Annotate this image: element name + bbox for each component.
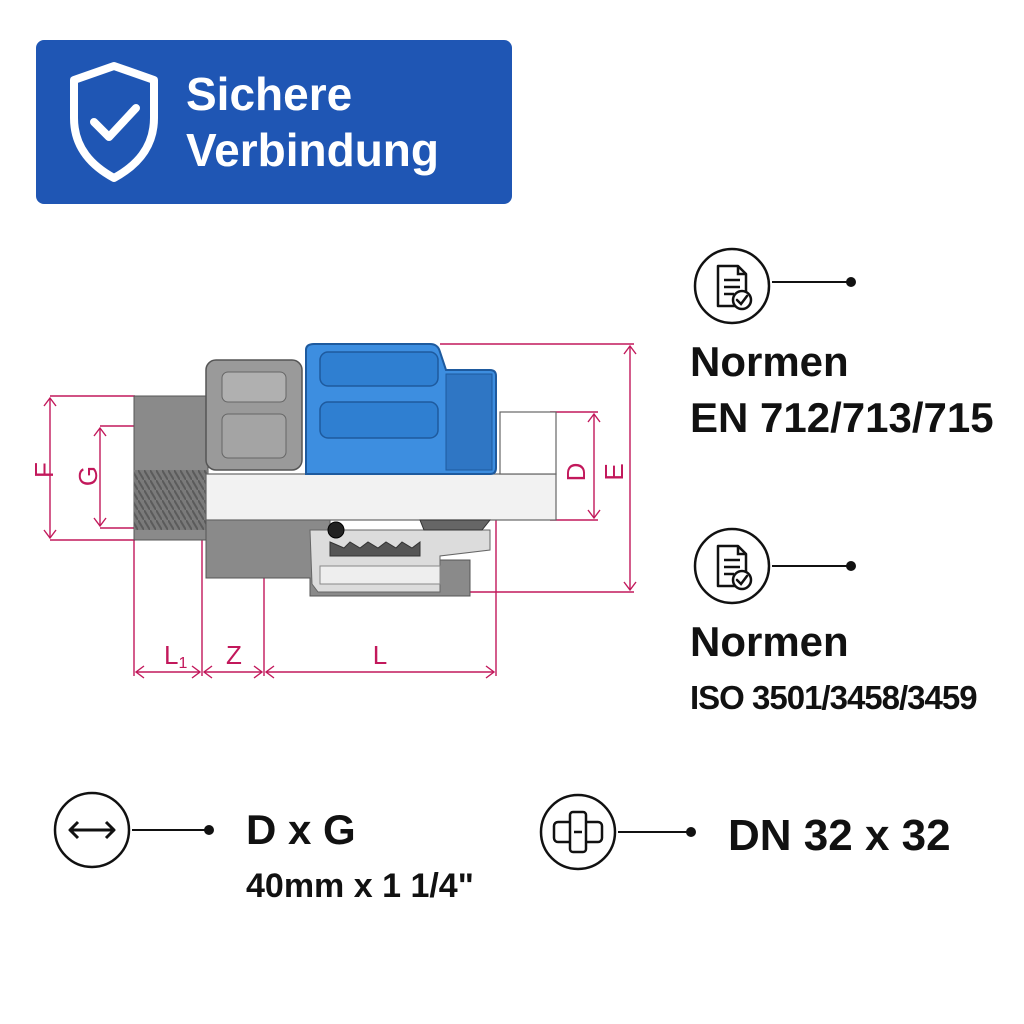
dimension-label-e: E <box>599 463 629 480</box>
dn-value: DN 32 x 32 <box>728 811 951 860</box>
dimension-label-g: G <box>73 466 103 486</box>
badge-title-line1: Sichere <box>186 68 353 120</box>
norm2-subtitle: ISO 3501/3458/3459 <box>690 679 978 716</box>
size-connector <box>132 829 208 831</box>
secure-connection-badge: Sichere Verbindung <box>36 40 512 204</box>
dn-dot <box>686 827 696 837</box>
badge-title: Sichere Verbindung <box>186 66 439 178</box>
pipe-fitting-icon <box>539 793 617 871</box>
size-dot <box>204 825 214 835</box>
norm1-dot <box>846 277 856 287</box>
dimension-label-l1: L1 <box>164 640 187 672</box>
seal-section <box>309 519 492 593</box>
norm2-dot <box>846 561 856 571</box>
size-value: 40mm x 1 1/4" <box>246 867 474 905</box>
pipe <box>205 473 557 521</box>
dimension-lines <box>43 343 637 679</box>
norm1-subtitle: EN 712/713/715 <box>690 394 994 441</box>
dimension-label-f: F <box>29 462 59 478</box>
fitting-technical-drawing: F G D E L1 Z L <box>29 343 637 679</box>
dn-connector <box>618 831 690 833</box>
document-check-icon <box>693 247 771 325</box>
size-title: D x G <box>246 806 356 853</box>
norm2-connector <box>772 565 850 567</box>
norm1-title: Normen <box>690 338 849 385</box>
dimension-label-z: Z <box>226 640 242 670</box>
thread-section <box>134 470 208 530</box>
document-check-icon <box>693 527 771 605</box>
badge-title-line2: Verbindung <box>186 124 439 176</box>
double-arrow-icon <box>53 791 131 869</box>
norm1-connector <box>772 281 850 283</box>
dimension-label-d: D <box>561 463 591 482</box>
dimension-label-l: L <box>373 640 387 670</box>
shield-check-icon <box>70 62 158 182</box>
norm2-title: Normen <box>690 618 849 665</box>
